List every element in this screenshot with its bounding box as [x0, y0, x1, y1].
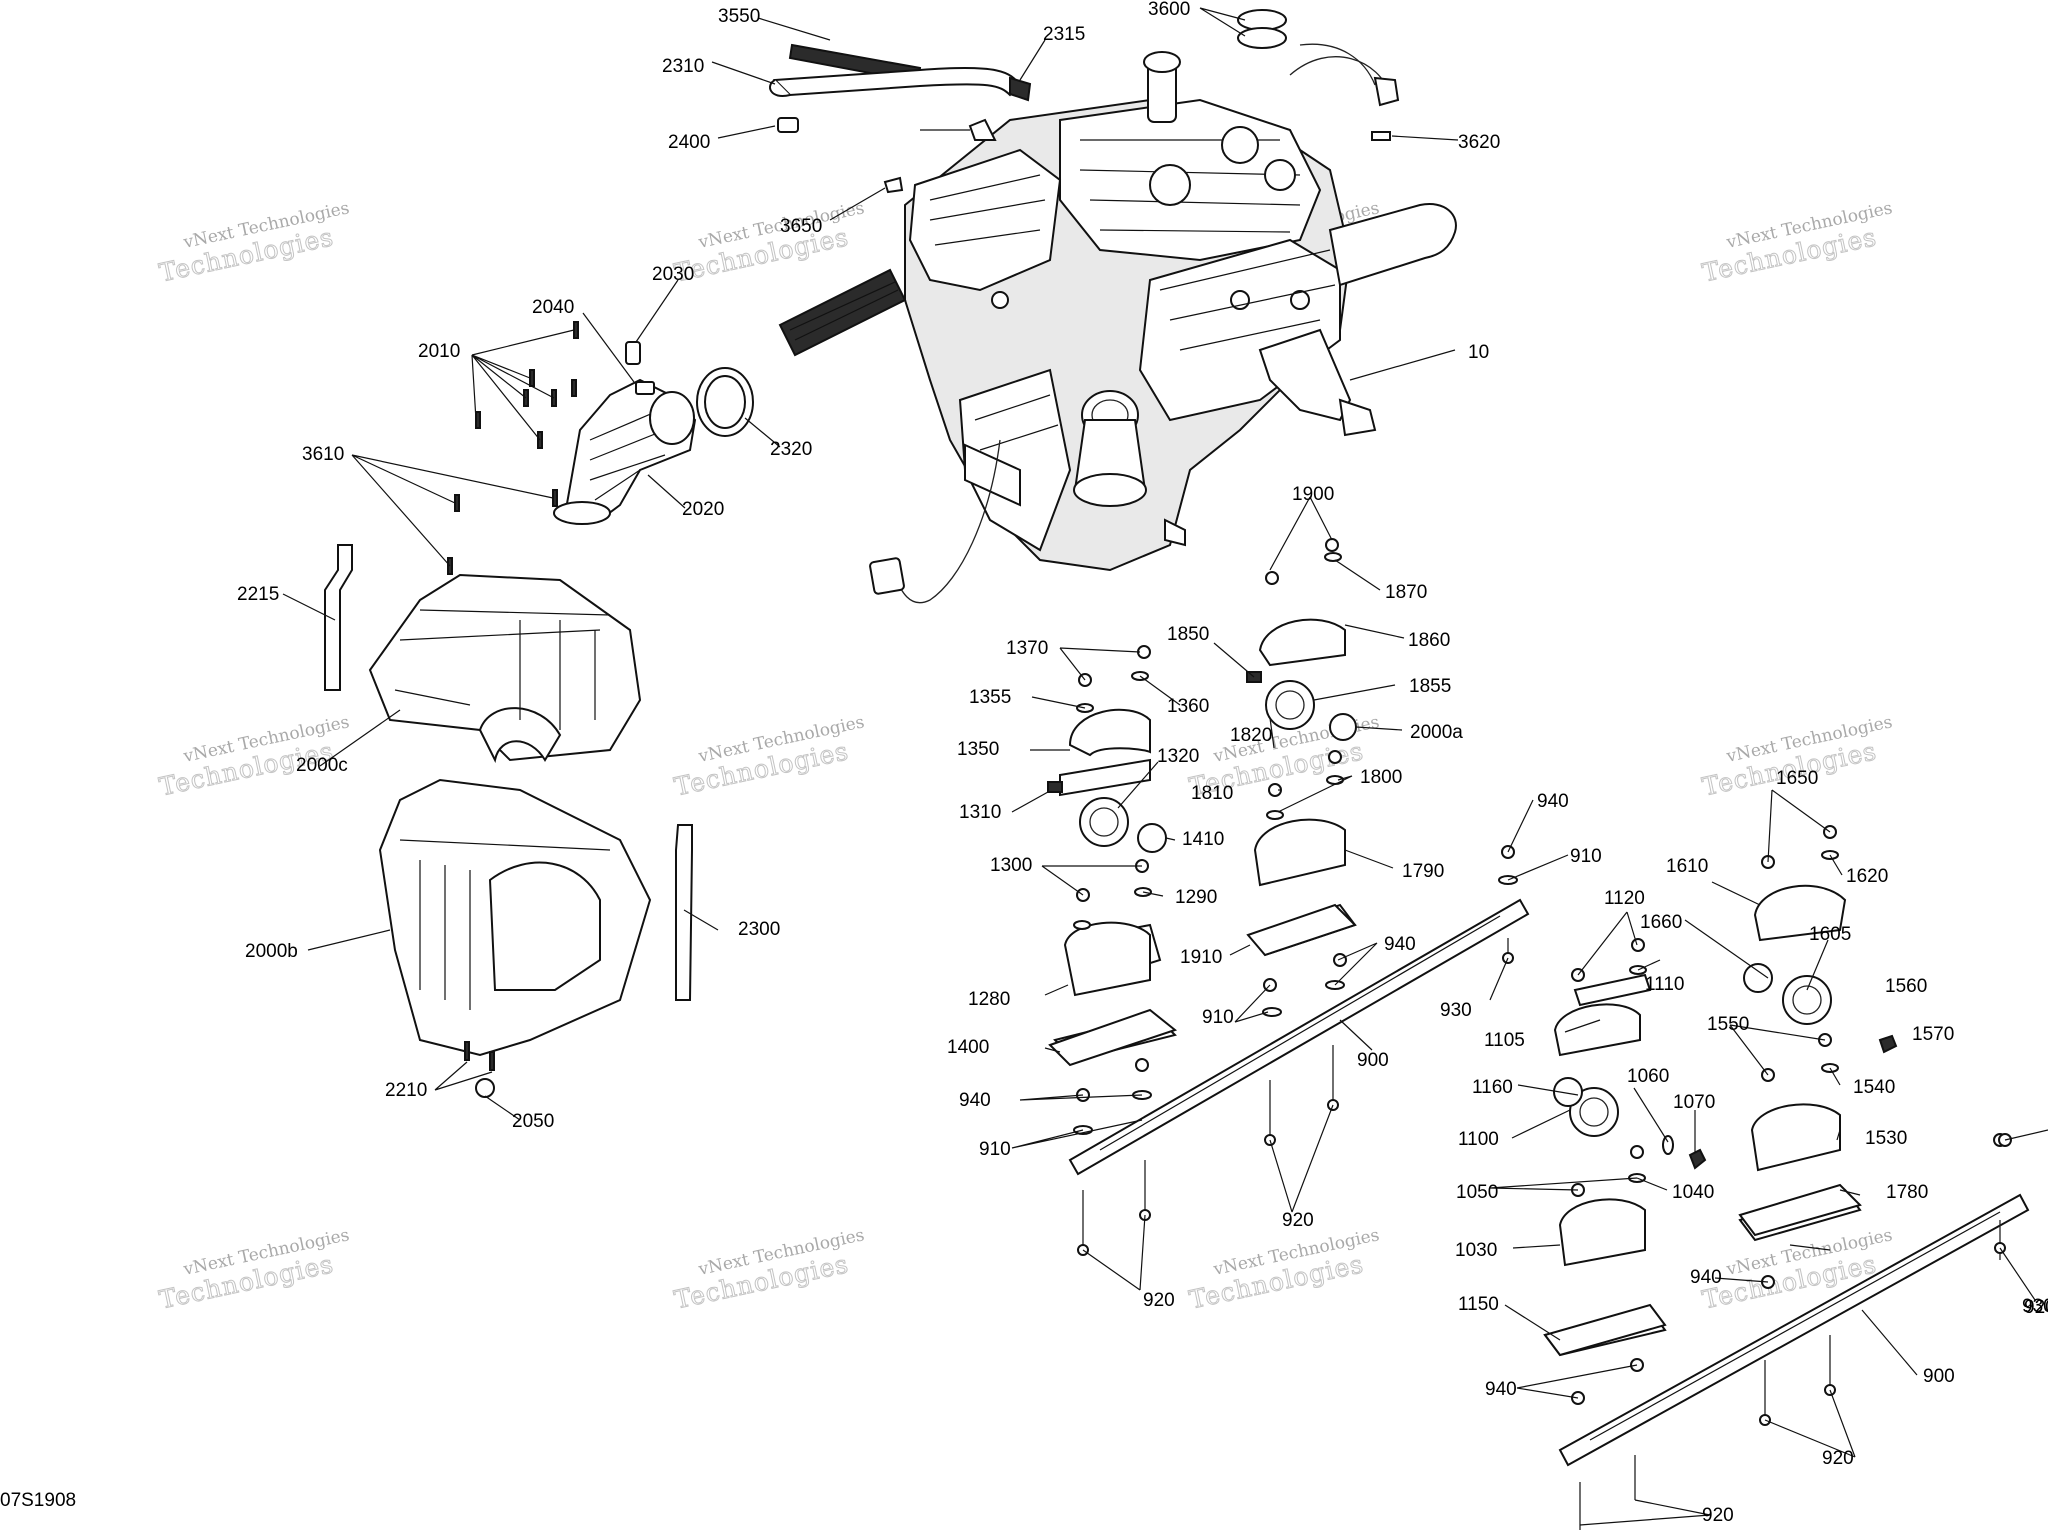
callout-label: 910	[979, 1139, 1011, 1160]
callout-label: 3650	[780, 216, 822, 237]
mount-rails	[1048, 538, 2030, 1530]
callout-label: 1855	[1409, 676, 1451, 697]
callout-label: 1290	[1175, 887, 1217, 908]
callout-label: 2215	[237, 584, 279, 605]
callout-label: 1030	[1455, 1240, 1497, 1261]
callout-label: 1530	[1865, 1128, 1907, 1149]
upper-hoses	[769, 9, 1400, 194]
callout-label: 1800	[1360, 767, 1402, 788]
callout-label: 2310	[662, 56, 704, 77]
callout-label: 1910	[1180, 947, 1222, 968]
diagram-code: 07S1908	[0, 1490, 76, 1511]
callout-label: 2030	[652, 264, 694, 285]
engine-assembly	[778, 51, 1457, 604]
callout-label: 1660	[1640, 912, 1682, 933]
callout-label: 2315	[1043, 24, 1085, 45]
callout-label: 1810	[1191, 783, 1233, 804]
callout-label: 940	[959, 1090, 991, 1111]
callout-label: 920	[1143, 1290, 1175, 1311]
callout-label: 3620	[1458, 132, 1500, 153]
watermark: vNext Technologies Technologies	[671, 1225, 866, 1315]
callout-label: 1060	[1627, 1066, 1669, 1087]
air-intake-duct	[447, 321, 754, 575]
watermark: vNext Technologies Technologies	[1699, 1225, 1894, 1315]
watermark: vNext Technologies Technologies	[156, 1225, 351, 1315]
airbox	[324, 544, 693, 1098]
callout-label: 1360	[1167, 696, 1209, 717]
callout-label: 1540	[1853, 1077, 1895, 1098]
callout-label: 900	[1357, 1050, 1389, 1071]
callout-label: 1040	[1672, 1182, 1714, 1203]
callout-label: 920	[2024, 1297, 2048, 1318]
callout-label: 1110	[1645, 974, 1684, 995]
callout-label: 910	[1202, 1007, 1234, 1028]
leader-lines	[282, 7, 2048, 1526]
callout-label: 2320	[770, 439, 812, 460]
callout-label: 2210	[385, 1080, 427, 1101]
callout-label: 1410	[1182, 829, 1224, 850]
callout-label: 1560	[1885, 976, 1927, 997]
callout-label: 2050	[512, 1111, 554, 1132]
callout-label: 1105	[1484, 1030, 1525, 1051]
callout-label: 2000c	[296, 755, 348, 776]
callout-label: 1620	[1846, 866, 1888, 887]
watermark: vNext Technologies Technologies	[1186, 1225, 1381, 1315]
callout-label: 2000a	[1410, 722, 1463, 743]
callout-label: 1150	[1458, 1294, 1499, 1315]
engine-mounts	[1047, 618, 1898, 1357]
callout-label: 1100	[1458, 1129, 1499, 1150]
callout-label: 1355	[969, 687, 1011, 708]
callout-label: 1280	[968, 989, 1010, 1010]
callout-label: 1870	[1385, 582, 1427, 603]
callout-label: 940	[1690, 1267, 1722, 1288]
callout-label: 1570	[1912, 1024, 1954, 1045]
callout-label: 1370	[1006, 638, 1048, 659]
callout-label: 10	[1468, 342, 1489, 363]
callout-label: 1320	[1157, 746, 1199, 767]
callout-label: 940	[1384, 934, 1416, 955]
callout-label: 920	[1702, 1505, 1734, 1526]
callout-label: 1120	[1604, 888, 1645, 909]
watermark: vNext Technologies Technologies	[671, 198, 866, 288]
callout-label: 1860	[1408, 630, 1450, 651]
callout-label: 1350	[957, 739, 999, 760]
callout-label: 940	[1537, 791, 1569, 812]
callout-label: 2040	[532, 297, 574, 318]
watermark: vNext Technologies Technologies	[671, 712, 866, 802]
callout-label: 2020	[682, 499, 724, 520]
callout-label: 1850	[1167, 624, 1209, 645]
callout-label: 1790	[1402, 861, 1444, 882]
callout-label: 1160	[1472, 1077, 1513, 1098]
callout-label: 1900	[1292, 484, 1334, 505]
callout-label: 2300	[738, 919, 780, 940]
callout-label: 2010	[418, 341, 460, 362]
callout-label: 1780	[1886, 1182, 1928, 1203]
callout-label: 3600	[1148, 0, 1190, 20]
callout-label: 2000b	[245, 941, 298, 962]
callout-label: 1605	[1809, 924, 1851, 945]
callout-label: 3550	[718, 6, 760, 27]
watermark: vNext Technologies Technologies	[156, 198, 351, 288]
callout-label: 1070	[1673, 1092, 1715, 1113]
callout-label: 1610	[1666, 856, 1708, 877]
callout-label: 920	[1822, 1448, 1854, 1469]
callout-label: 1650	[1776, 768, 1818, 789]
callout-label: 930	[2022, 1296, 2048, 1317]
callout-label: 1300	[990, 855, 1032, 876]
callout-label: 940	[1485, 1379, 1517, 1400]
callout-label: 930	[1440, 1000, 1472, 1021]
callout-label: 910	[1570, 846, 1602, 867]
callout-label: 1400	[947, 1037, 989, 1058]
callout-label: 920	[1282, 1210, 1314, 1231]
callout-label: 2400	[668, 132, 710, 153]
callout-label: 3610	[302, 444, 344, 465]
callout-label: 1550	[1707, 1014, 1749, 1035]
callout-label: 1310	[959, 802, 1001, 823]
callout-label: 1050	[1456, 1182, 1498, 1203]
callout-label: 900	[1923, 1366, 1955, 1387]
watermark: vNext Technologies Technologies	[1699, 198, 1894, 288]
callout-label: 1820	[1230, 725, 1272, 746]
